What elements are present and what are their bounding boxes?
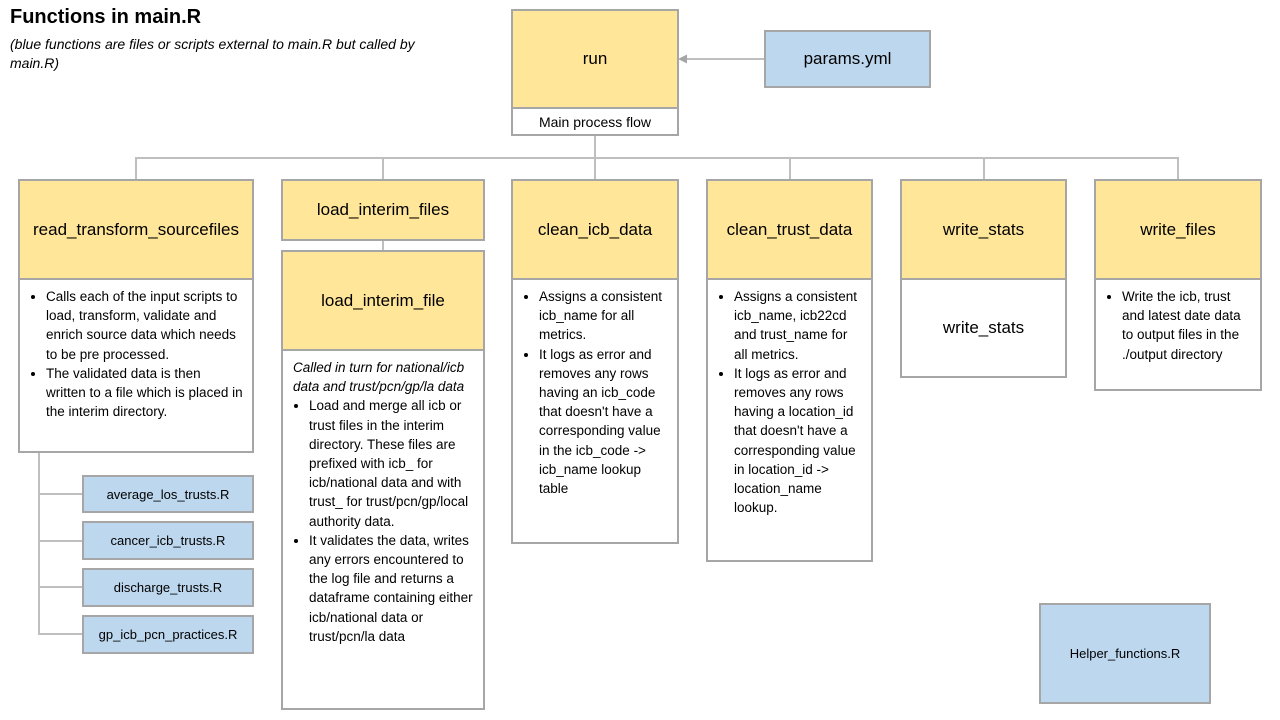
run-box: run xyxy=(511,9,679,109)
script-label: average_los_trusts.R xyxy=(106,486,230,502)
connector-drop-2 xyxy=(382,157,384,180)
load-interim-files-label: load_interim_files xyxy=(316,200,450,219)
helper-functions-box: Helper_functions.R xyxy=(1039,603,1211,704)
write-files-body: Write the icb, trust and latest date dat… xyxy=(1094,278,1262,391)
connector-script-1 xyxy=(38,493,83,495)
clean-trust-body: Assigns a consistent icb_name, icb22cd a… xyxy=(706,278,873,562)
run-caption: Main process flow xyxy=(538,113,652,130)
clean-icb-bullet-2: It logs as error and removes any rows ha… xyxy=(539,345,669,499)
connector-script-4 xyxy=(38,633,83,635)
write-stats-header: write_stats xyxy=(900,179,1067,280)
run-caption-box: Main process flow xyxy=(511,107,679,136)
load-interim-file-header: load_interim_file xyxy=(281,250,485,351)
load-interim-file-intro: Called in turn for national/icb data and… xyxy=(293,360,465,395)
params-box: params.yml xyxy=(764,30,931,88)
page-subtitle: (blue functions are files or scripts ext… xyxy=(10,36,415,71)
connector-horizontal-bus xyxy=(135,157,1179,159)
script-cancer-icb-trusts: cancer_icb_trusts.R xyxy=(82,521,254,560)
load-interim-file-body: Called in turn for national/icb data and… xyxy=(281,349,485,710)
connector-drop-6 xyxy=(1177,157,1179,180)
page-title: Functions in main.R xyxy=(10,6,202,28)
run-label: run xyxy=(582,49,608,68)
load-interim-files-box: load_interim_files xyxy=(281,179,485,241)
write-stats-body: write_stats xyxy=(900,278,1067,378)
connector-load-interim xyxy=(382,240,384,251)
connector-script-2 xyxy=(38,540,83,542)
load-interim-file-label: load_interim_file xyxy=(321,290,445,310)
load-interim-file-bullet-1: Load and merge all icb or trust files in… xyxy=(309,396,475,530)
connector-scripts-vertical xyxy=(38,452,40,635)
read-transform-bullet-1: Calls each of the input scripts to load,… xyxy=(46,287,244,364)
clean-icb-header: clean_icb_data xyxy=(511,179,679,280)
script-label: gp_icb_pcn_practices.R xyxy=(98,627,238,642)
script-label: cancer_icb_trusts.R xyxy=(110,533,226,548)
clean-trust-label: clean_trust_data xyxy=(726,219,853,239)
clean-icb-label: clean_icb_data xyxy=(537,219,653,239)
params-label: params.yml xyxy=(803,49,892,68)
script-average-los-trusts: average_los_trusts.R xyxy=(82,475,254,513)
arrow-head-icon xyxy=(678,54,687,64)
connector-drop-1 xyxy=(135,157,137,180)
connector-script-3 xyxy=(38,586,83,588)
clean-trust-bullet-2: It logs as error and removes any rows ha… xyxy=(734,364,863,518)
connector-run-down xyxy=(594,135,596,158)
script-gp-icb-pcn-practices: gp_icb_pcn_practices.R xyxy=(82,615,254,654)
read-transform-header: read_transform_sourcefiles xyxy=(18,179,254,280)
clean-icb-body: Assigns a consistent icb_name for all me… xyxy=(511,278,679,544)
clean-trust-header: clean_trust_data xyxy=(706,179,873,280)
script-discharge-trusts: discharge_trusts.R xyxy=(82,568,254,607)
clean-trust-bullet-1: Assigns a consistent icb_name, icb22cd a… xyxy=(734,287,863,364)
write-stats-body-text: write_stats xyxy=(942,318,1025,337)
connector-run-arrow-line xyxy=(686,58,766,60)
write-stats-label: write_stats xyxy=(942,219,1025,239)
connector-drop-4 xyxy=(789,157,791,180)
write-files-label: write_files xyxy=(1140,219,1216,239)
write-files-header: write_files xyxy=(1094,179,1262,280)
helper-functions-label: Helper_functions.R xyxy=(1069,646,1181,661)
read-transform-bullet-2: The validated data is then written to a … xyxy=(46,364,244,422)
clean-icb-bullet-1: Assigns a consistent icb_name for all me… xyxy=(539,287,669,345)
read-transform-label: read_transform_sourcefiles xyxy=(33,219,239,239)
load-interim-file-bullet-2: It validates the data, writes any errors… xyxy=(309,531,475,646)
connector-drop-3 xyxy=(594,157,596,180)
write-files-bullet-1: Write the icb, trust and latest date dat… xyxy=(1122,287,1252,364)
script-label: discharge_trusts.R xyxy=(113,580,223,595)
read-transform-body: Calls each of the input scripts to load,… xyxy=(18,278,254,453)
connector-drop-5 xyxy=(983,157,985,180)
